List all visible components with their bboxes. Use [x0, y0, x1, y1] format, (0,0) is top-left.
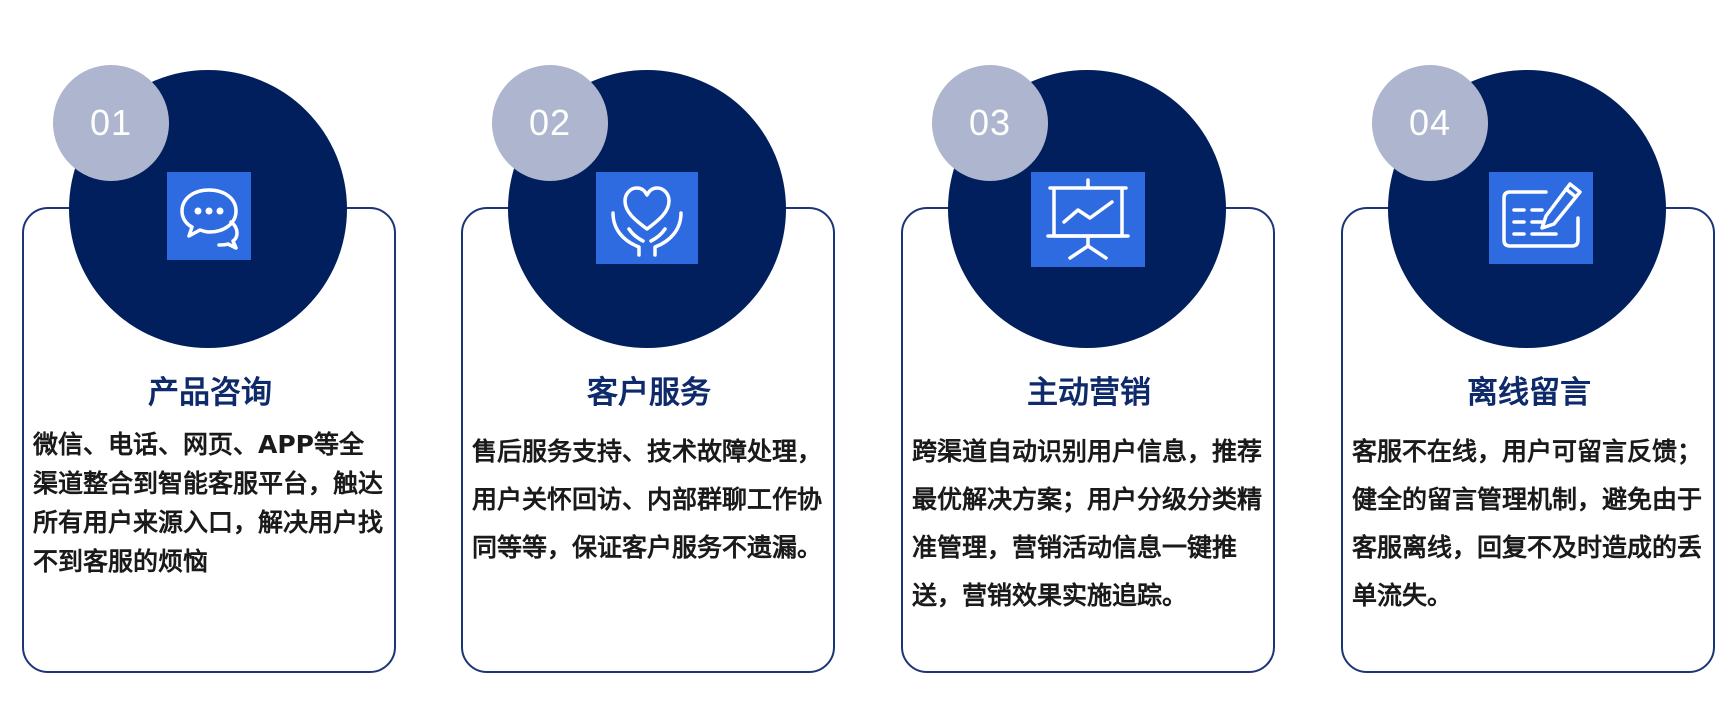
card-title: 主动营销	[1027, 375, 1151, 411]
presentation-board-icon	[1031, 172, 1145, 267]
card-description: 微信、电话、网页、APP等全渠道整合到智能客服平台，触达所有用户来源入口，解决用…	[33, 430, 384, 576]
card-title: 客户服务	[587, 375, 711, 411]
card-description: 售后服务支持、技术故障处理，用户关怀回访、内部群聊工作协同等等，保证客户服务不遗…	[472, 437, 823, 562]
card-title: 离线留言	[1467, 375, 1591, 411]
feature-card-proactive-marketing: 03 主动营销 跨渠道自动识别用户信息，推荐最优解决方案；用户分级分类精准管理，…	[899, 0, 1279, 711]
heart-hands-icon	[596, 172, 698, 264]
feature-card-product-consulting: 01 产品咨询 微信、电话、网页、APP等全渠道整合到智能客服平台，触达所有用户…	[20, 0, 400, 711]
card-number-badge: 03	[932, 65, 1048, 181]
card-description: 跨渠道自动识别用户信息，推荐最优解决方案；用户分级分类精准管理，营销活动信息一键…	[912, 437, 1263, 610]
feature-card-customer-service: 02 客户服务 售后服务支持、技术故障处理，用户关怀回访、内部群聊工作协同等等，…	[459, 0, 839, 711]
feature-card-offline-message: 04 离线留言 客服不在线，用户可留言反馈；健全的留言管理机制，避免由于客服离线…	[1339, 0, 1719, 711]
card-number-badge: 01	[53, 65, 169, 181]
card-number-badge: 04	[1372, 65, 1488, 181]
card-description: 客服不在线，用户可留言反馈；健全的留言管理机制，避免由于客服离线，回复不及时造成…	[1352, 437, 1703, 610]
card-number-badge: 02	[492, 65, 608, 181]
chat-bubbles-icon	[167, 172, 251, 260]
edit-note-icon	[1489, 172, 1593, 264]
card-title: 产品咨询	[148, 375, 272, 411]
